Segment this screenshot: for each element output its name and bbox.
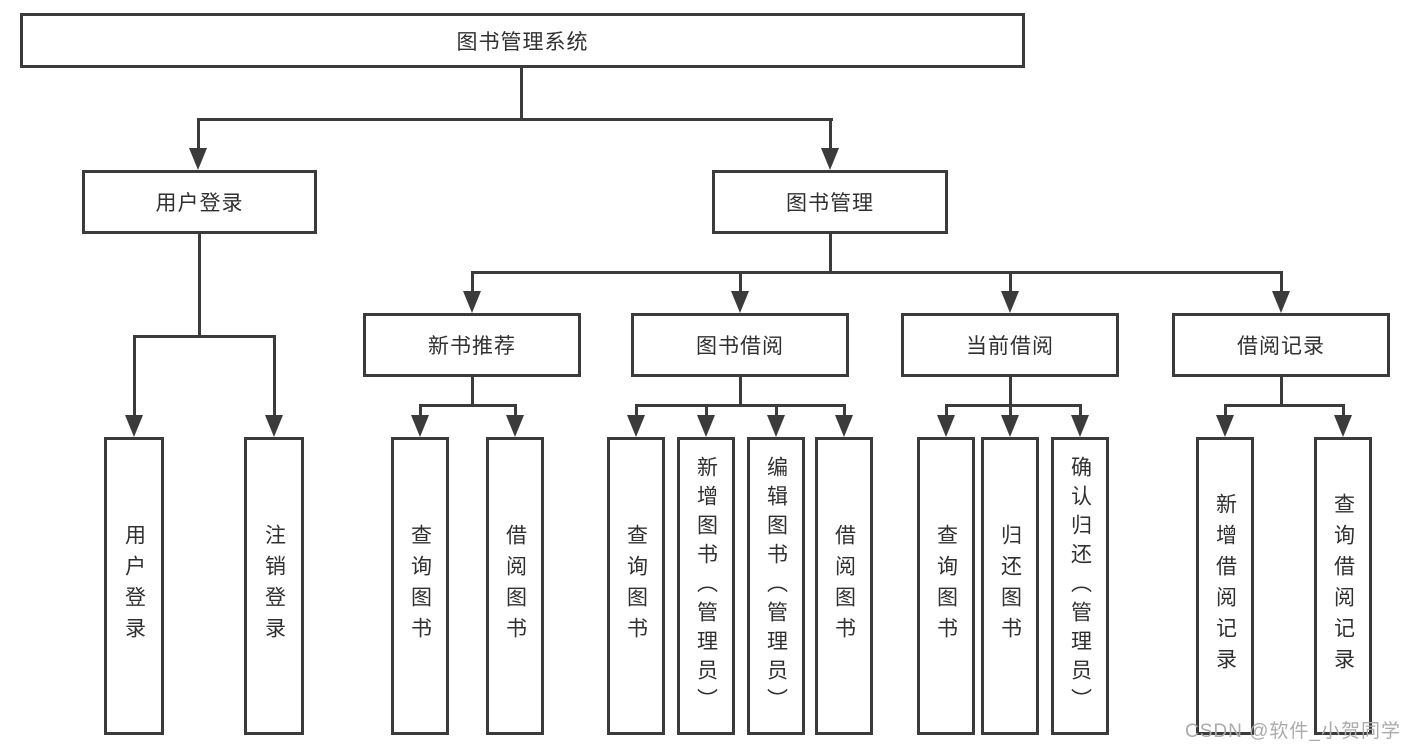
connector-line [520,68,523,121]
connector-arrowhead [1001,291,1019,313]
connector-line [419,404,422,417]
connector-arrowhead [697,415,715,437]
node-bb-borrow-books: 借阅图书 [815,437,873,735]
connector-line [739,377,742,407]
connector-line [1224,404,1227,417]
node-label: 查询图书 [624,524,648,648]
node-user-login: 用户登录 [104,437,164,735]
node-br-add-record: 新增借阅记录 [1196,437,1254,735]
node-user-login-group: 用户登录 [82,170,317,234]
node-label: 借阅图书 [832,524,856,648]
connector-line [133,335,276,338]
node-label: 编辑图书（管理员） [764,455,788,717]
node-book-borrowing: 图书借阅 [631,313,849,377]
connector-line [471,271,1283,274]
connector-line [829,118,832,151]
connector-line [1079,404,1082,417]
connector-line [1342,404,1345,417]
connector-arrowhead [506,415,524,437]
connector-line [197,118,833,121]
node-label: 查询图书 [934,524,958,648]
connector-line [829,234,832,274]
connector-arrowhead [835,415,853,437]
node-nbr-borrow-books: 借阅图书 [486,437,544,735]
connector-arrowhead [1071,415,1089,437]
connector-line [197,118,200,151]
connector-arrowhead [125,415,143,437]
node-cb-confirm-return-admin: 确认归还（管理员） [1051,437,1109,735]
connector-arrowhead [265,415,283,437]
connector-line [471,271,474,293]
node-label: 注销登录 [262,524,286,648]
connector-line [635,404,638,417]
connector-arrowhead [937,415,955,437]
node-br-query-record: 查询借阅记录 [1314,437,1372,735]
connector-line [1280,271,1283,293]
connector-line [1009,404,1012,417]
connector-arrowhead [463,291,481,313]
connector-arrowhead [627,415,645,437]
connector-line [471,377,474,407]
node-book-management: 图书管理 [712,170,948,234]
connector-line [739,271,742,293]
connector-arrowhead [1001,415,1019,437]
node-new-book-recommend: 新书推荐 [363,313,581,377]
node-current-borrowing: 当前借阅 [901,313,1119,377]
node-logout: 注销登录 [244,437,304,735]
connector-line [198,234,201,337]
connector-line [1280,377,1283,407]
connector-line [273,335,276,417]
node-label: 新增图书（管理员） [694,455,718,717]
connector-line [705,404,708,417]
node-bb-query-books: 查询图书 [607,437,665,735]
node-bb-add-books-admin: 新增图书（管理员） [677,437,735,735]
node-cb-return-books: 归还图书 [981,437,1039,735]
node-cb-query-books: 查询图书 [917,437,975,735]
node-borrowing-records: 借阅记录 [1172,313,1390,377]
node-bb-edit-books-admin: 编辑图书（管理员） [747,437,805,735]
connector-arrowhead [1334,415,1352,437]
connector-line [945,404,1082,407]
csdn-watermark: CSDN @软件_小贺同学 [1185,721,1401,742]
connector-line [843,404,846,417]
connector-line [635,404,846,407]
node-label: 用户登录 [122,524,146,648]
connector-arrowhead [767,415,785,437]
connector-line [775,404,778,417]
connector-arrowhead [189,148,207,170]
node-label: 归还图书 [998,524,1022,648]
node-label: 借阅图书 [503,524,527,648]
connector-line [945,404,948,417]
connector-line [1009,377,1012,407]
node-label: 新增借阅记录 [1213,493,1237,679]
connector-line [1009,271,1012,293]
node-label: 查询借阅记录 [1331,493,1355,679]
node-label: 查询图书 [408,524,432,648]
connector-arrowhead [731,291,749,313]
connector-arrowhead [411,415,429,437]
connector-line [514,404,517,417]
node-label: 确认归还（管理员） [1068,455,1092,717]
connector-arrowhead [1216,415,1234,437]
connector-line [1224,404,1345,407]
connector-arrowhead [821,148,839,170]
node-library-management-system: 图书管理系统 [20,13,1025,68]
connector-arrowhead [1272,291,1290,313]
node-nbr-query-books: 查询图书 [391,437,449,735]
connector-line [133,335,136,417]
connector-line [419,404,517,407]
